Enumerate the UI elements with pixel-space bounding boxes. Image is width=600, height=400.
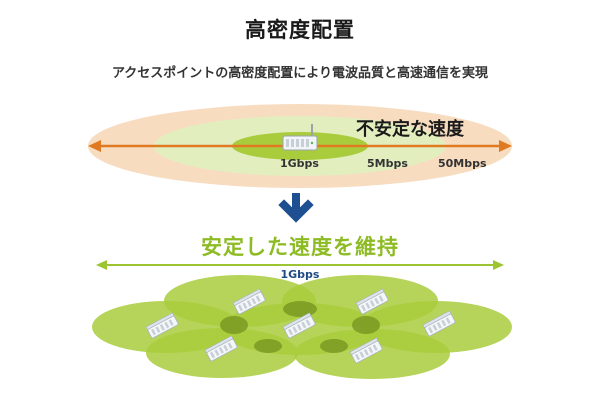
unstable-speed-label: 不安定な速度: [356, 119, 464, 140]
overlap-zone: [254, 339, 282, 353]
access-point-icon: [282, 312, 316, 339]
access-points: [145, 288, 456, 364]
speed-label-middle: 5Mbps: [367, 157, 408, 170]
speed-label-outer: 50Mbps: [438, 157, 487, 170]
page-title: 高密度配置: [245, 18, 355, 42]
access-point-icon: [204, 335, 238, 362]
overlap-zone: [220, 316, 248, 334]
access-point-icon: [422, 310, 456, 337]
range-arrow-green: [96, 260, 504, 270]
page-subtitle: アクセスポイントの高密度配置により電波品質と高速通信を実現: [111, 66, 489, 81]
overlap-zone: [352, 316, 380, 334]
transition-arrow-icon: [278, 193, 314, 223]
speed-label-inner: 1Gbps: [280, 157, 319, 170]
access-point-icon: [232, 288, 266, 315]
coverage-cells: [92, 275, 512, 379]
access-point-icon: [355, 288, 389, 315]
stable-speed-value: 1Gbps: [280, 268, 320, 281]
stable-speed-label: 安定した速度を維持: [201, 235, 399, 259]
access-point-icon: [349, 337, 383, 364]
access-point-icon: [282, 124, 318, 151]
access-point-icon: [145, 312, 179, 339]
overlap-zone: [320, 339, 348, 353]
overlap-zone: [283, 301, 317, 317]
